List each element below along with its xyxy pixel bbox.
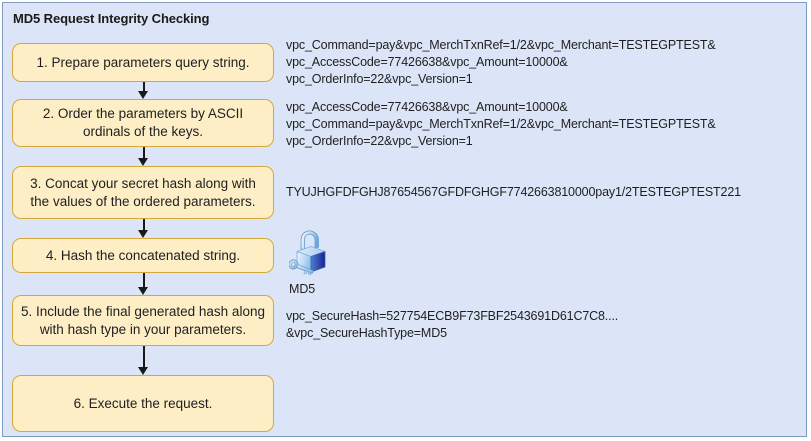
step-5-secure-hash-params: vpc_SecureHash=527754ECB9F73FBF2543691D6… <box>286 309 619 340</box>
flow-arrow-3-to-4 <box>137 219 150 238</box>
flow-step-5-label: 5. Include the final generated hash alon… <box>21 303 265 337</box>
page-title: MD5 Request Integrity Checking <box>13 11 210 26</box>
flow-step-6: 6. Execute the request. <box>12 375 274 432</box>
flow-step-2-label: 2. Order the parameters by ASCII ordinal… <box>42 106 244 139</box>
step-1-query-string: vpc_Command=pay&vpc_MerchTxnRef=1/2&vpc_… <box>286 38 716 86</box>
step-4-hash-icon-group: MD5 <box>289 227 349 296</box>
flow-step-2: 2. Order the parameters by ASCII ordinal… <box>12 99 274 147</box>
flow-step-5: 5. Include the final generated hash alon… <box>12 295 274 346</box>
flow-step-1-label: 1. Prepare parameters query string. <box>36 54 250 70</box>
flow-arrow-1-to-2 <box>137 82 150 99</box>
flow-arrow-2-to-3 <box>137 147 150 166</box>
flow-step-6-label: 6. Execute the request. <box>73 395 213 411</box>
flow-arrow-4-to-5 <box>137 273 150 295</box>
flow-step-3: 3. Concat your secret hash along with th… <box>12 166 274 219</box>
flow-step-3-label: 3. Concat your secret hash along with th… <box>30 175 256 209</box>
hash-type-label: MD5 <box>289 282 316 296</box>
md5-integrity-panel: MD5 Request Integrity Checking 1. Prepar… <box>2 2 807 437</box>
padlock-icon <box>289 230 326 276</box>
flow-step-4: 4. Hash the concatenated string. <box>12 238 274 273</box>
flow-step-1: 1. Prepare parameters query string. <box>12 43 274 82</box>
step-2-ordered-query-string: vpc_AccessCode=77426638&vpc_Amount=10000… <box>286 100 716 148</box>
flow-arrow-5-to-6 <box>137 346 150 375</box>
step-3-concatenated-string: TYUJHGFDFGHJ87654567GFDFGHGF774266381000… <box>286 185 741 199</box>
flow-step-4-label: 4. Hash the concatenated string. <box>45 247 241 263</box>
